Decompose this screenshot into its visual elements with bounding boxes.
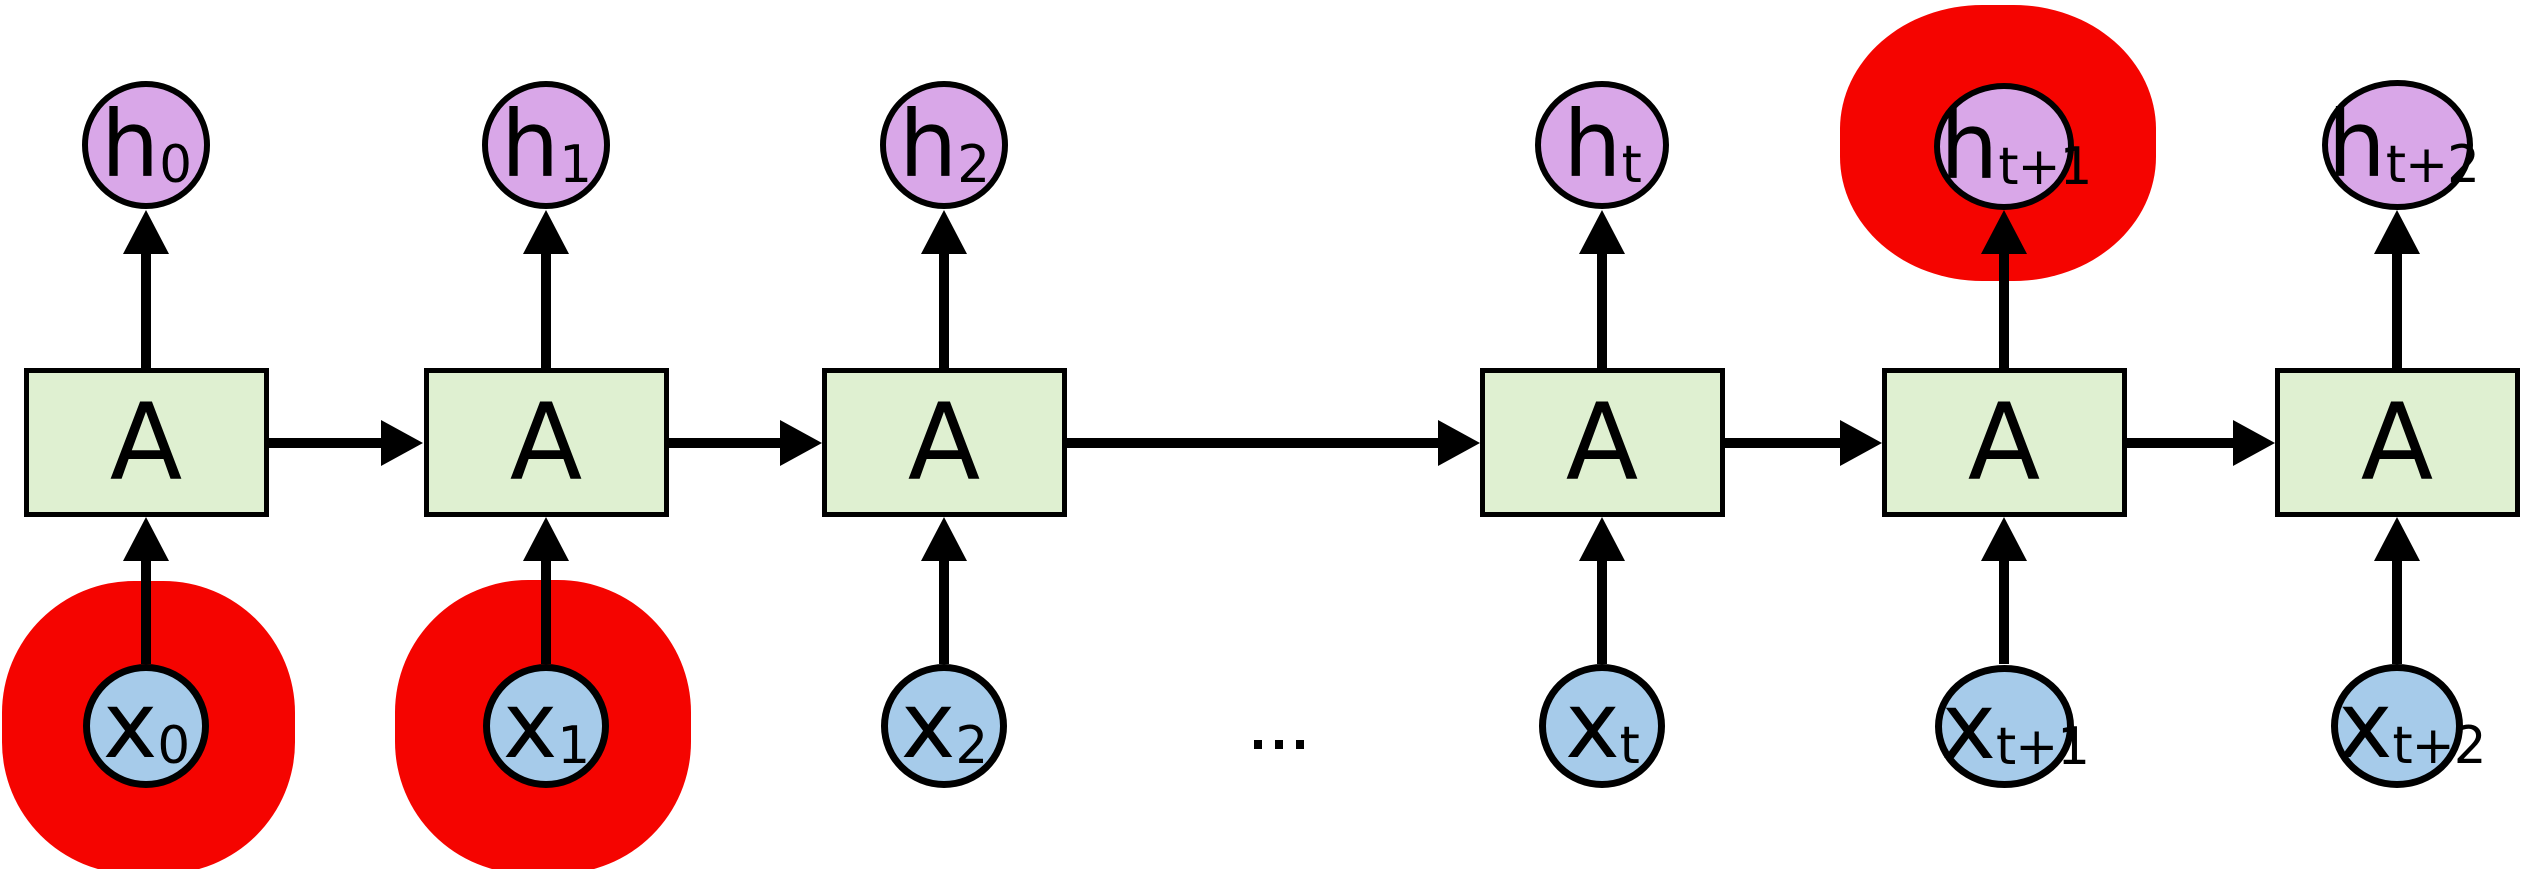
input-node-x0: x0: [83, 664, 209, 788]
node-label: x: [900, 672, 956, 779]
node-label: x: [1565, 672, 1620, 779]
rnn-cell-t: A: [1479, 368, 1725, 517]
input-node-xt1: xt+1: [1934, 665, 2090, 788]
cell-label: A: [2360, 381, 2434, 504]
node-subscript: 0: [157, 716, 190, 777]
hidden-state-node-ht: ht: [1535, 81, 1669, 209]
cell-label: A: [907, 381, 981, 504]
node-label: x: [1941, 673, 1996, 780]
node-subscript: t+1: [1995, 717, 2090, 778]
arrow-right-icon: [1438, 420, 1480, 466]
node-label: x: [102, 672, 158, 779]
rnn-cell-t2: A: [2274, 368, 2520, 517]
arrow-right-icon: [2233, 420, 2275, 466]
node-subscript: t+1: [1998, 137, 2092, 198]
node-label: h: [100, 91, 160, 198]
node-subscript: 0: [159, 135, 192, 196]
cell-label: A: [1565, 381, 1639, 504]
hidden-state-node-h0: h0: [82, 81, 210, 209]
node-subscript: 1: [557, 716, 590, 777]
hidden-state-node-h1: h1: [482, 81, 610, 209]
node-label: h: [1940, 93, 1999, 200]
input-node-xt: xt: [1539, 664, 1665, 788]
rnn-cell-2: A: [821, 368, 1067, 517]
hidden-state-node-h2: h2: [880, 81, 1008, 209]
node-subscript: t: [1619, 716, 1640, 777]
node-label: h: [2327, 91, 2386, 198]
node-subscript: t+2: [2392, 716, 2486, 777]
rnn-cell-0: A: [23, 368, 269, 517]
hidden-state-node-ht2: ht+2: [2321, 80, 2480, 210]
node-label: x: [502, 672, 558, 779]
node-subscript: t+2: [2385, 135, 2480, 196]
node-subscript: t: [1621, 135, 1642, 196]
continuation-dots: [1254, 740, 1304, 749]
node-label: h: [500, 91, 560, 198]
input-node-xt2: xt+2: [2331, 664, 2487, 788]
node-subscript: 2: [957, 135, 990, 196]
node-label: h: [1563, 91, 1622, 198]
cell-label: A: [1967, 381, 2041, 504]
rnn-cell-1: A: [423, 368, 669, 517]
arrow-right-icon: [780, 420, 822, 466]
node-subscript: 2: [955, 716, 988, 777]
hidden-state-node-ht1: ht+1: [1934, 83, 2092, 210]
node-label: h: [898, 91, 958, 198]
input-node-x2: x2: [881, 664, 1007, 788]
node-subscript: 1: [559, 135, 592, 196]
arrow-right-icon: [1840, 420, 1882, 466]
cell-label: A: [109, 381, 183, 504]
input-node-x1: x1: [483, 664, 609, 788]
arrow-right-icon: [381, 420, 423, 466]
cell-label: A: [509, 381, 583, 504]
node-label: x: [2338, 672, 2393, 779]
rnn-cell-t1: A: [1881, 368, 2127, 517]
